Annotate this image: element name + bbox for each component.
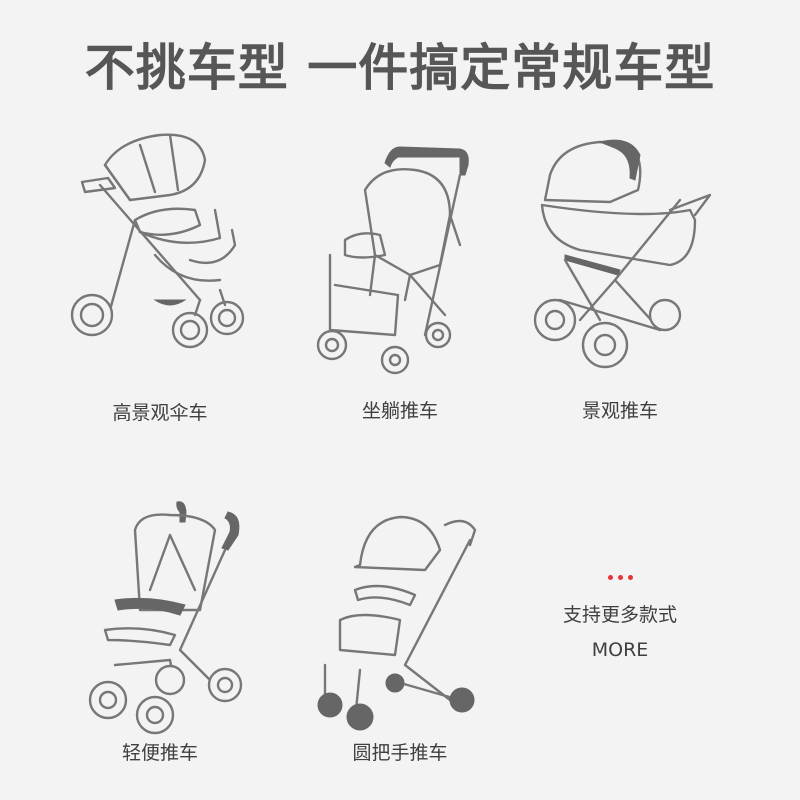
lightweight-stroller-icon — [88, 501, 243, 735]
stroller-item-pram: 景观推车 — [520, 120, 720, 422]
dot — [607, 575, 613, 580]
stroller-label: 圆把手推车 — [352, 742, 448, 764]
stroller-item-high-view: 高景观伞车 — [60, 120, 260, 424]
stroller-item-round-handle: 圆把手推车 — [300, 490, 500, 764]
dot — [617, 575, 623, 580]
stroller-item-lightweight: 轻便推车 — [60, 490, 260, 764]
stroller-label: 高景观伞车 — [112, 402, 208, 424]
pram-stroller-icon — [533, 139, 712, 369]
high-view-stroller-icon — [70, 133, 245, 349]
stroller-label: 轻便推车 — [121, 742, 198, 764]
stroller-item-sit-lie: 坐躺推车 — [300, 130, 500, 422]
round-handle-stroller-icon — [317, 515, 477, 731]
stroller-label: 景观推车 — [581, 400, 658, 422]
more-styles: 支持更多款式 MORE — [540, 575, 700, 661]
stroller-label: 坐躺推车 — [361, 400, 438, 422]
more-label: MORE — [591, 639, 649, 661]
sit-lie-stroller-icon — [316, 146, 469, 375]
dot — [627, 575, 633, 580]
more-styles-text: 支持更多款式 — [562, 604, 677, 626]
page-title: 不挑车型 一件搞定常规车型 — [84, 39, 716, 97]
ellipsis-dots-icon — [540, 575, 700, 580]
